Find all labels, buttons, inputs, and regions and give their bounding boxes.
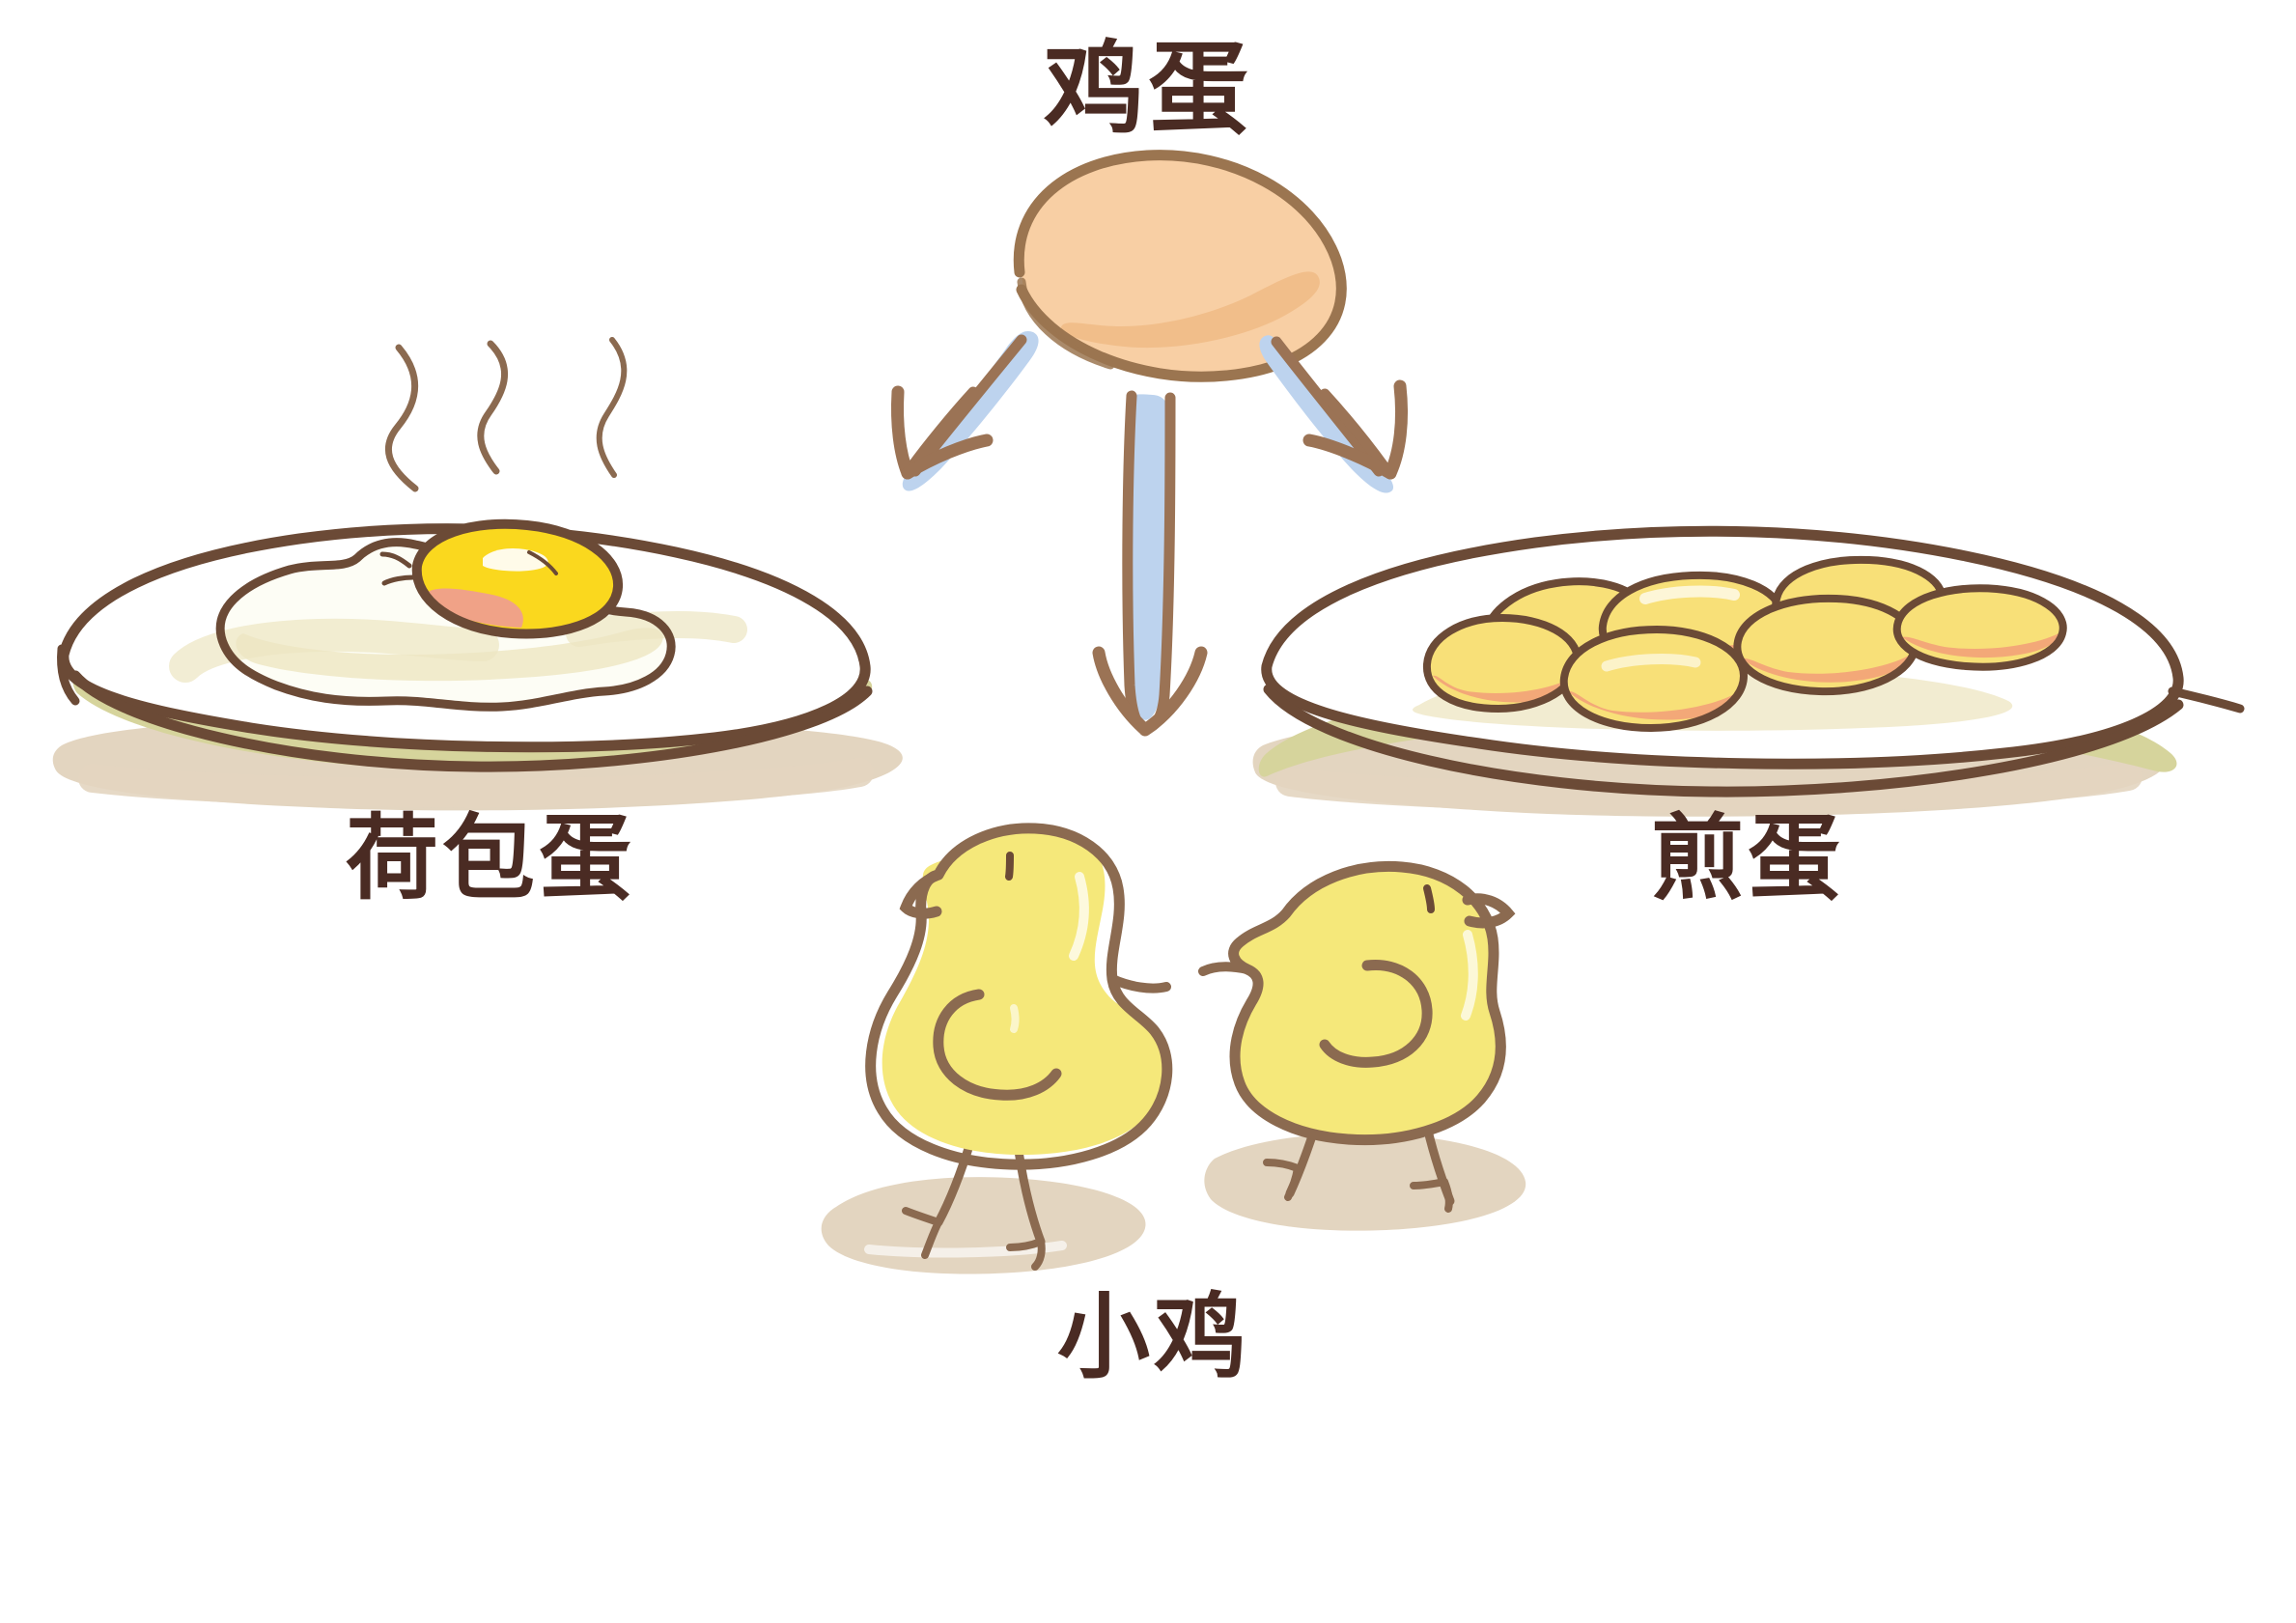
raw-egg-icon xyxy=(1013,150,1347,382)
chick-beak-right xyxy=(1462,893,1516,929)
egg-piece-5 xyxy=(1563,630,1744,728)
egg-shading xyxy=(1060,271,1320,349)
egg-piece-4 xyxy=(1426,618,1578,709)
plate-rim-outline-right xyxy=(1263,684,2184,798)
plate-shadow-left-accent xyxy=(78,758,874,808)
arrow-shaft-center xyxy=(1130,394,1172,720)
chick-highlight-left-2 xyxy=(1010,1004,1020,1033)
egg-piece-7-outline xyxy=(1892,584,2067,671)
plate-shadow-right-accent xyxy=(1275,762,2142,814)
egg-piece-6 xyxy=(1737,598,1917,692)
label-scrambled-egg: 煎蛋 xyxy=(1651,804,1844,912)
steam-line-3 xyxy=(596,337,628,478)
chick-highlight-right-1 xyxy=(1461,930,1478,1021)
chick-wing-left xyxy=(933,989,1062,1101)
arrow-line-b-left xyxy=(906,386,979,473)
steam-line-2 xyxy=(477,340,509,475)
scrambled-egg-on-plate-icon xyxy=(1252,525,2245,817)
chick-body-fill-right xyxy=(1233,866,1501,1140)
chick-tail-left xyxy=(1107,974,1171,993)
fried-egg-on-plate-icon xyxy=(52,518,903,811)
egg-outline xyxy=(1013,150,1347,382)
chick-shadow-right xyxy=(1204,1133,1526,1231)
egg-piece-highlight-1 xyxy=(1639,585,1740,604)
chick-eye-right xyxy=(1423,884,1435,913)
chick-right-foot-1b xyxy=(1284,1164,1302,1201)
yolk-whisker-2 xyxy=(381,574,416,586)
steam-lines xyxy=(384,337,628,492)
egg-white-spread xyxy=(169,618,499,683)
plate-rim-outline-left xyxy=(70,670,873,772)
plate-left-edge-left xyxy=(57,644,80,706)
arrow-head-right-1 xyxy=(1384,379,1408,480)
baby-chick-icon-left xyxy=(821,823,1173,1274)
chick-beak-left xyxy=(899,869,944,919)
chick-wing-right xyxy=(1319,960,1433,1068)
label-chick: 小鸡 xyxy=(1057,1283,1250,1391)
plate-outline-left xyxy=(58,523,871,753)
chick-left-foot-2b xyxy=(1031,1238,1046,1271)
chick-body-outline-left xyxy=(865,823,1173,1170)
arrow-head-left-2 xyxy=(901,434,994,480)
egg-piece-5-browned xyxy=(1568,689,1742,720)
chick-right-foot-2a xyxy=(1410,1178,1448,1189)
label-poached-egg: 荷包蛋 xyxy=(346,804,635,912)
yolk-outline xyxy=(411,518,624,639)
baby-chick-icon-right xyxy=(1198,860,1526,1231)
arrow-to-poached-egg xyxy=(891,330,1039,491)
arrow-to-chick xyxy=(1092,390,1208,737)
egg-outline-accent xyxy=(1017,277,1115,370)
chick-highlight-left-1 xyxy=(1069,872,1089,961)
plate-right-edge-right xyxy=(2168,686,2245,714)
arrow-head-center-2 xyxy=(1138,646,1208,737)
arrow-line-a-right xyxy=(1271,336,1385,477)
arrow-head-right-2 xyxy=(1302,434,1397,480)
chick-tail-right xyxy=(1198,962,1252,976)
chick-body-fill-left xyxy=(882,825,1167,1155)
label-egg: 鸡蛋 xyxy=(1044,30,1252,148)
egg-white-outline xyxy=(215,538,676,712)
chick-eye-left xyxy=(1005,852,1014,881)
arrow-head-left-1 xyxy=(891,385,914,480)
chick-shadow-left xyxy=(821,1177,1146,1274)
arrow-to-scrambled-egg xyxy=(1259,335,1408,493)
arrow-head-center-1 xyxy=(1092,646,1150,735)
egg-piece-7-browned xyxy=(1902,631,2062,658)
plate-outline-right xyxy=(1261,525,2184,770)
yolk-whisker-3 xyxy=(527,550,558,575)
yolk-whisker-1 xyxy=(379,551,412,569)
egg-piece-6-browned xyxy=(1742,653,1914,683)
egg-piece-highlight-2 xyxy=(1601,654,1701,672)
chick-left-foot-1b xyxy=(921,1218,942,1259)
egg-piece-4-browned xyxy=(1433,674,1578,703)
egg-piece-5-outline xyxy=(1559,625,1749,733)
egg-pieces-group xyxy=(1422,555,2067,733)
chick-right-foot-2b xyxy=(1441,1178,1453,1213)
yolk-shading xyxy=(427,588,523,628)
steam-line-1 xyxy=(384,344,419,492)
